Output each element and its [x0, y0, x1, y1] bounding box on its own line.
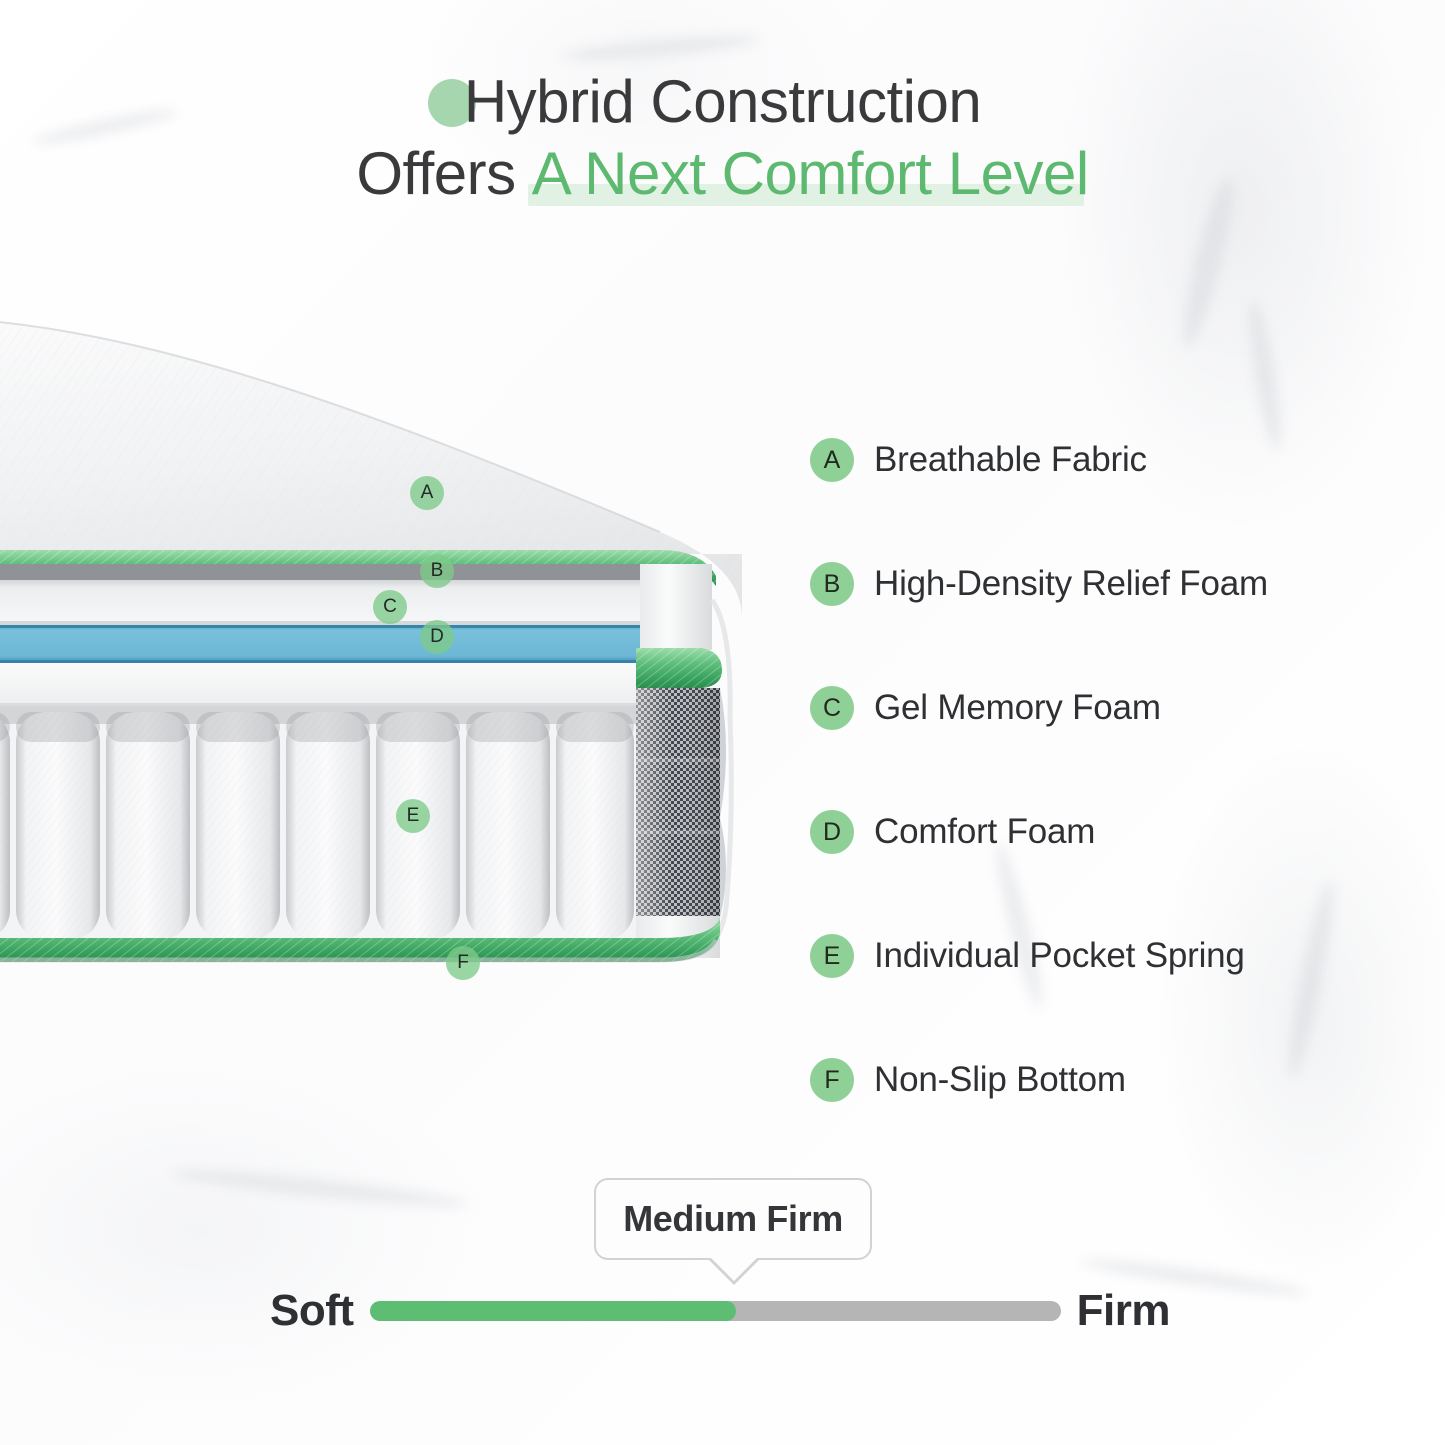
firmness-scale-row: Soft Firm: [270, 1286, 1171, 1336]
legend-item-high-density-relief-foam: B High-Density Relief Foam: [810, 522, 1410, 646]
tooltip-tail-inner-icon: [711, 1258, 757, 1281]
background-vein: [559, 31, 761, 65]
layer-high-density-relief-foam: [0, 564, 640, 625]
diagram-marker-f: F: [446, 946, 480, 980]
title-line-2: Offers A Next Comfort Level: [0, 140, 1445, 207]
firmness-tooltip-label: Medium Firm: [623, 1198, 843, 1239]
firmness-tooltip: Medium Firm: [594, 1178, 872, 1260]
legend-label-e: Individual Pocket Spring: [874, 936, 1245, 975]
diagram-marker-a: A: [410, 476, 444, 510]
legend-label-b: High-Density Relief Foam: [874, 564, 1268, 603]
layer-comfort-foam: [0, 663, 640, 706]
title-highlight: A Next Comfort Level: [527, 140, 1089, 207]
legend-badge-f: F: [810, 1058, 854, 1102]
legend-item-comfort-foam: D Comfort Foam: [810, 770, 1410, 894]
layer-individual-pocket-spring: [0, 706, 640, 948]
legend-badge-b: B: [810, 562, 854, 606]
page-title: Hybrid Construction Offers A Next Comfor…: [0, 72, 1445, 207]
layer-legend-list: A Breathable Fabric B High-Density Relie…: [810, 398, 1410, 1142]
layer-gel-memory-foam: [0, 625, 640, 663]
legend-item-gel-memory-foam: C Gel Memory Foam: [810, 646, 1410, 770]
legend-badge-a: A: [810, 438, 854, 482]
mattress-side-panel: [636, 564, 734, 958]
legend-badge-e: E: [810, 934, 854, 978]
firmness-bar-track[interactable]: [369, 1301, 1061, 1321]
legend-label-a: Breathable Fabric: [874, 440, 1147, 479]
legend-item-breathable-fabric: A Breathable Fabric: [810, 398, 1410, 522]
title-line-2-prefix: Offers: [356, 140, 532, 207]
title-line-1-text: Hybrid Construction: [463, 68, 982, 135]
firmness-soft-label: Soft: [270, 1286, 354, 1335]
layer-breathable-fabric: [0, 321, 742, 618]
title-line-1: Hybrid Construction: [0, 72, 1445, 132]
diagram-marker-e: E: [396, 799, 430, 833]
piping-top: [0, 550, 716, 586]
firmness-firm-label: Firm: [1076, 1286, 1171, 1335]
mattress-cross-section-illustration: A B C D E F: [0, 318, 780, 988]
firmness-scale: Medium Firm Soft Firm: [270, 1178, 1171, 1348]
diagram-marker-d: D: [420, 620, 454, 654]
legend-label-d: Comfort Foam: [874, 812, 1096, 851]
legend-label-f: Non-Slip Bottom: [874, 1060, 1126, 1099]
legend-badge-d: D: [810, 810, 854, 854]
legend-item-individual-pocket-spring: E Individual Pocket Spring: [810, 894, 1410, 1018]
firmness-bar-fill: [369, 1301, 736, 1321]
diagram-marker-b: B: [420, 554, 454, 588]
legend-badge-c: C: [810, 686, 854, 730]
layer-non-slip-bottom: [0, 918, 720, 963]
diagram-marker-c: C: [373, 590, 407, 624]
legend-item-non-slip-bottom: F Non-Slip Bottom: [810, 1018, 1410, 1142]
legend-label-c: Gel Memory Foam: [874, 688, 1161, 727]
